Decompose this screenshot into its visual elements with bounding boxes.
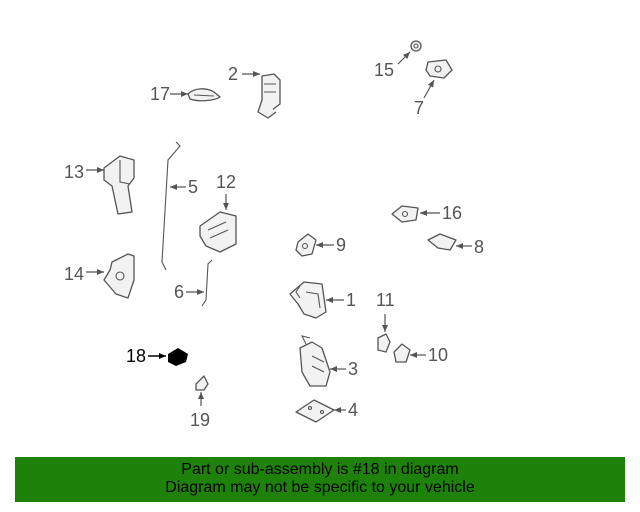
svg-text:11: 11 [376,290,395,310]
part-12-shape [199,211,237,253]
callout-15[interactable]: 15 [374,51,411,80]
svg-text:4: 4 [348,400,358,420]
part-7-shape [425,59,453,79]
svg-text:14: 14 [64,264,84,284]
parts-diagram: 17 2 15 7 13 5 [64,40,484,430]
part-5-shape [161,141,181,271]
svg-text:1: 1 [346,290,356,310]
callout-11[interactable]: 11 [376,290,395,332]
svg-text:2: 2 [228,64,238,84]
part-8-shape [427,233,457,251]
callout-6[interactable]: 6 [174,282,204,302]
svg-text:9: 9 [336,235,346,255]
svg-text:13: 13 [64,162,84,182]
callout-2[interactable]: 2 [228,64,260,84]
callout-12[interactable]: 12 [216,172,236,210]
callout-18[interactable]: 18 [126,346,166,366]
callout-8[interactable]: 8 [456,237,484,257]
part-4-shape [295,399,335,423]
svg-text:7: 7 [414,98,424,118]
svg-text:6: 6 [174,282,184,302]
svg-text:17: 17 [150,84,170,104]
part-14-shape [103,253,135,299]
svg-text:12: 12 [216,172,236,192]
part-17-shape [187,88,221,102]
callout-14[interactable]: 14 [64,264,104,284]
part-13-shape [103,155,135,215]
part-3-shape [299,335,331,387]
svg-text:19: 19 [190,410,210,430]
svg-text:10: 10 [428,345,448,365]
svg-text:16: 16 [442,203,462,223]
part-6-shape [201,259,213,307]
svg-text:3: 3 [348,359,358,379]
part-15-shape [410,40,422,52]
callout-5[interactable]: 5 [170,177,198,197]
part-2-shape [257,73,281,119]
callout-17[interactable]: 17 [150,84,188,104]
callout-10[interactable]: 10 [410,345,448,365]
part-10-shape [393,343,411,363]
svg-text:5: 5 [188,177,198,197]
svg-text:15: 15 [374,60,394,80]
callout-4[interactable]: 4 [334,400,358,420]
callout-16[interactable]: 16 [420,203,462,223]
banner-line-1: Part or sub-assembly is #18 in diagram [181,461,459,478]
part-19-shape [195,375,209,391]
callout-7[interactable]: 7 [414,79,435,118]
callout-1[interactable]: 1 [326,290,356,310]
svg-text:18: 18 [126,346,146,366]
callout-19[interactable]: 19 [190,392,210,430]
banner-line-2: Diagram may not be specific to your vehi… [165,479,475,496]
callout-9[interactable]: 9 [316,235,346,255]
part-18-shape [168,348,188,366]
part-9-shape [295,233,317,257]
part-11-shape [377,333,391,353]
part-1-shape [289,281,327,319]
part-16-shape [391,205,419,223]
callout-3[interactable]: 3 [330,359,358,379]
callout-13[interactable]: 13 [64,162,104,182]
info-banner: Part or sub-assembly is #18 in diagram D… [15,457,625,502]
svg-text:8: 8 [474,237,484,257]
